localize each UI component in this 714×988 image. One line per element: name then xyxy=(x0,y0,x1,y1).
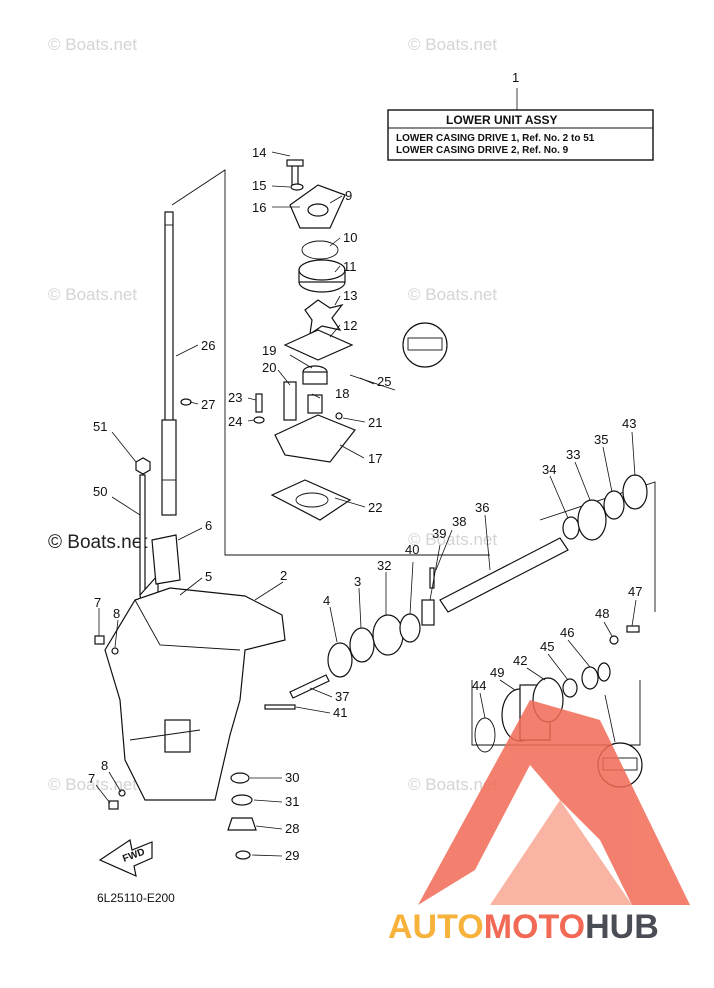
ref-number-1: 1 xyxy=(512,70,519,85)
part-label-41: 41 xyxy=(333,705,347,720)
part-label-29: 29 xyxy=(285,848,299,863)
part-label-25: 25 xyxy=(377,374,391,389)
part-label-21: 21 xyxy=(368,415,382,430)
title-box-line2: LOWER CASING DRIVE 2, Ref. No. 9 xyxy=(396,145,569,156)
brand-text-hub: HUB xyxy=(585,908,659,946)
brand-wordmark: AUTOMOTOHUB xyxy=(388,908,659,946)
part-label-23: 23 xyxy=(228,390,242,405)
part-label-50: 50 xyxy=(93,484,107,499)
part-label-48: 48 xyxy=(595,606,609,621)
part-label-51: 51 xyxy=(93,419,107,434)
brand-text-moto: MOTO xyxy=(484,908,585,946)
part-label-8-lower: 8 xyxy=(101,758,108,773)
part-label-31: 31 xyxy=(285,794,299,809)
part-label-19: 19 xyxy=(262,343,276,358)
part-label-11: 11 xyxy=(343,259,357,274)
watermarks: © Boats.net © Boats.net © Boats.net © Bo… xyxy=(48,35,497,794)
brand-logo-icon xyxy=(418,700,690,905)
part-label-47: 47 xyxy=(628,584,642,599)
part-label-30: 30 xyxy=(285,770,299,785)
part-labels: 14 15 16 9 10 11 13 12 19 20 18 25 21 17… xyxy=(88,145,642,863)
part-label-45: 45 xyxy=(540,639,554,654)
part-label-16: 16 xyxy=(252,200,266,215)
title-box-line1: LOWER CASING DRIVE 1, Ref. No. 2 to 51 xyxy=(396,133,595,144)
part-label-17: 17 xyxy=(368,451,382,466)
title-box: 1 LOWER UNIT ASSY LOWER CASING DRIVE 1, … xyxy=(387,70,654,161)
part-label-38: 38 xyxy=(452,514,466,529)
part-label-49: 49 xyxy=(490,665,504,680)
part-label-44: 44 xyxy=(472,678,486,693)
part-label-12: 12 xyxy=(343,318,357,333)
drive-shaft xyxy=(161,211,177,516)
brand-text-auto: AUTO xyxy=(388,908,484,946)
part-label-24: 24 xyxy=(228,414,242,429)
watermark: © Boats.net xyxy=(408,775,497,794)
watermark: © Boats.net xyxy=(48,35,137,54)
part-label-46: 46 xyxy=(560,625,574,640)
spring-and-pin xyxy=(264,674,330,710)
lower-casing xyxy=(104,587,286,801)
leader-lines xyxy=(95,151,637,857)
part-label-15: 15 xyxy=(252,178,266,193)
part-label-8-upper: 8 xyxy=(113,606,120,621)
part-label-4: 4 xyxy=(323,593,330,608)
watermark: © Boats.net xyxy=(408,530,497,549)
svg-text:AUTOMOTOHUB: AUTOMOTOHUB xyxy=(388,908,659,946)
part-label-39: 39 xyxy=(432,526,446,541)
part-label-10: 10 xyxy=(343,230,357,245)
part-label-43: 43 xyxy=(622,416,636,431)
bottom-parts xyxy=(227,772,257,860)
part-label-42: 42 xyxy=(513,653,527,668)
part-label-28: 28 xyxy=(285,821,299,836)
part-label-33: 33 xyxy=(566,447,580,462)
part-label-34: 34 xyxy=(542,462,556,477)
part-label-3: 3 xyxy=(354,574,361,589)
part-label-13: 13 xyxy=(343,288,357,303)
watermark: © Boats.net xyxy=(408,35,497,54)
part-label-18: 18 xyxy=(335,386,349,401)
part-label-27: 27 xyxy=(201,397,215,412)
part-label-22: 22 xyxy=(368,500,382,515)
part-label-40: 40 xyxy=(405,542,419,557)
part-label-35: 35 xyxy=(594,432,608,447)
part-label-14: 14 xyxy=(252,145,266,160)
watermark: © Boats.net xyxy=(48,285,137,304)
part-label-37: 37 xyxy=(335,689,349,704)
part-label-5: 5 xyxy=(205,569,212,584)
water-pump xyxy=(180,159,396,521)
part-label-7-lower: 7 xyxy=(88,771,95,786)
part-label-2: 2 xyxy=(280,568,287,583)
forward-gear-assembly xyxy=(327,537,569,678)
part-label-7-upper: 7 xyxy=(94,595,101,610)
part-label-6: 6 xyxy=(205,518,212,533)
part-label-36: 36 xyxy=(475,500,489,515)
diagram-code: 6L25110-E200 xyxy=(97,891,175,905)
small-screws xyxy=(94,635,126,810)
fwd-arrow-icon: FWD xyxy=(98,839,153,878)
part-label-26: 26 xyxy=(201,338,215,353)
reverse-gear-assembly xyxy=(562,474,648,541)
part-label-20: 20 xyxy=(262,360,276,375)
watermark: © Boats.net xyxy=(48,775,137,794)
watermark-dark: © Boats.net xyxy=(48,532,148,553)
part-label-9: 9 xyxy=(345,188,352,203)
part-label-32: 32 xyxy=(377,558,391,573)
title-box-title: LOWER UNIT ASSY xyxy=(446,113,558,127)
watermark: © Boats.net xyxy=(408,285,497,304)
